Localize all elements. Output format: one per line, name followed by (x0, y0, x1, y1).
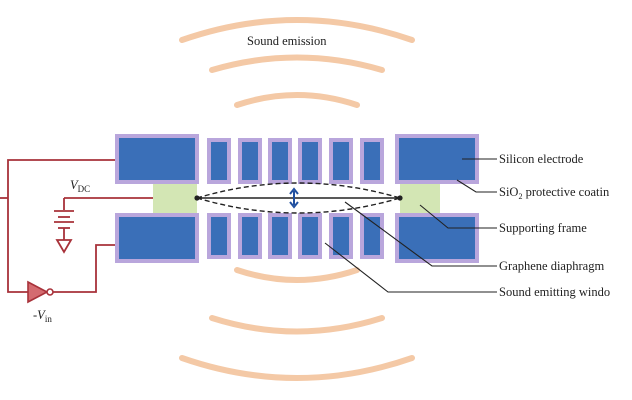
inverter-amplifier (27, 280, 54, 304)
top-window-bar-2 (238, 138, 262, 184)
label-vdc: VDC (70, 178, 90, 194)
sound-arc-bottom-3 (179, 355, 415, 381)
ground-icon (55, 239, 73, 254)
vibration-arrow-icon (289, 187, 299, 209)
sound-arc-top-2 (209, 54, 385, 73)
inverter-bubble-icon (46, 288, 54, 296)
sound-emission-label: Sound emission (247, 34, 327, 48)
sound-arcs-bottom (179, 267, 415, 381)
label-sound-window: Sound emitting windo (499, 285, 610, 299)
diaphragm-vibration-upper (196, 182, 401, 199)
supporting-frame-right (400, 182, 440, 215)
bottom-window-bar-1 (207, 213, 231, 259)
wire-top-electrode (7, 159, 117, 293)
sound-arcs-top (179, 17, 415, 108)
sound-arc-top-3 (234, 92, 360, 108)
bottom-window-bar-2 (238, 213, 262, 259)
top-window-bar-4 (298, 138, 322, 184)
top-electrode (115, 134, 479, 184)
leader-graphene-diaphragm (344, 201, 497, 267)
diaphragm-anchor-right (397, 195, 403, 201)
top-window-bar-3 (268, 138, 292, 184)
sound-arc-bottom-2 (209, 315, 385, 335)
bottom-electrode-right (395, 213, 479, 263)
supporting-frame-left (153, 182, 197, 215)
wire-bottom-electrode (52, 244, 117, 293)
label-vin: -Vin (33, 308, 52, 324)
top-electrode-left (115, 134, 199, 184)
graphene-diaphragm (194, 182, 403, 214)
dc-source (54, 210, 74, 254)
leader-sound-window (324, 242, 497, 293)
diaphragm-anchor-left (194, 195, 200, 201)
sound-arc-top-1 (179, 17, 415, 43)
leader-supporting-frame (419, 204, 497, 229)
label-sio2-coating: SiO2 protective coatin (499, 185, 610, 201)
label-graphene-diaphragm: Graphene diaphragm (499, 259, 604, 273)
bottom-electrode (115, 213, 479, 263)
bottom-electrode-left (115, 213, 199, 263)
sound-arc-bottom-1 (234, 267, 360, 283)
label-supporting-frame: Supporting frame (499, 221, 587, 235)
leader-lines (324, 158, 497, 293)
leader-sio2-coating (456, 179, 497, 193)
bottom-window-bar-3 (268, 213, 292, 259)
bottom-window-bar-5 (329, 213, 353, 259)
top-window-bar-1 (207, 138, 231, 184)
top-window-bar-6 (360, 138, 384, 184)
bottom-window-bar-4 (298, 213, 322, 259)
label-silicon-electrode: Silicon electrode (499, 152, 584, 166)
top-window-bar-5 (329, 138, 353, 184)
diaphragm-vibration-lower (196, 197, 401, 214)
amplifier-triangle-icon (27, 280, 49, 304)
